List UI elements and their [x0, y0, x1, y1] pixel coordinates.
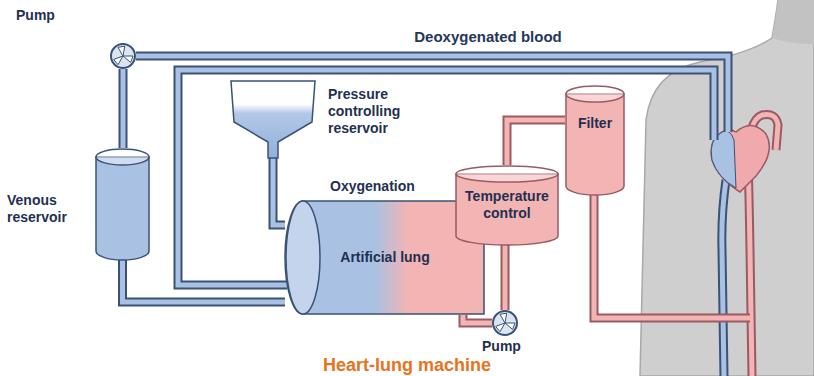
lung-body: [285, 201, 484, 314]
pump-symbol: Pump: [110, 43, 136, 69]
component-cylinder: Temperature control: [455, 165, 559, 245]
component-label: Pump: [16, 7, 76, 24]
cylinder-body: [456, 174, 558, 245]
tube-core: [503, 245, 508, 310]
component-label: Venous reservoir: [7, 192, 87, 226]
pump-symbol: Pump: [492, 310, 518, 336]
tube-connector: [123, 260, 286, 302]
component-outline: [95, 148, 150, 260]
heart: [711, 125, 769, 192]
pipe-group: [273, 158, 285, 225]
cylinder-top: [96, 149, 149, 165]
tube-core: [123, 260, 286, 302]
tube-core: [507, 120, 565, 165]
beaker-outline: [231, 81, 315, 158]
component-name: Temperature control: [462, 188, 552, 222]
component-name: Artificial lung: [340, 249, 429, 266]
component-name: Filter: [578, 115, 612, 132]
tube-connector: [507, 120, 565, 165]
flow-label: Deoxygenated blood: [414, 28, 562, 45]
neck: [772, 0, 814, 44]
arterial-pipe-outline: [594, 195, 750, 318]
connectors: [123, 69, 566, 323]
pipe-group: [123, 260, 286, 302]
pipe-group: [505, 245, 506, 310]
component-cylinder: OxygenationArtificial lung: [285, 200, 485, 315]
tube-core: [463, 315, 492, 323]
tube-core: [273, 158, 285, 225]
diagram-title: Heart-lung machine: [323, 355, 491, 375]
vena-cava: [722, 180, 726, 376]
cylinder-body: [566, 94, 624, 195]
cylinder-body: [96, 157, 149, 260]
pump-housing: [493, 311, 517, 335]
pump-rotor-blade: [123, 56, 133, 62]
tube-connector: [501, 245, 510, 310]
component-cylinder: Venous reservoir: [95, 148, 150, 260]
static-pipes: [136, 56, 750, 318]
component-outline: [492, 310, 518, 336]
component-outline: [228, 78, 318, 158]
cylinder-top: [566, 86, 624, 102]
lung-end-face: [286, 201, 320, 314]
pump-rotor-blade: [114, 56, 123, 65]
cylinder-top: [456, 166, 558, 182]
vena-cava-outline: [722, 180, 726, 376]
component-label: Oxygenation: [330, 178, 470, 195]
pump-rotor-blade: [496, 323, 505, 332]
pump-rotor-blade: [118, 46, 125, 56]
tube-connector: [463, 315, 492, 323]
arterial-pipe: [594, 195, 750, 318]
pipe-group: [463, 315, 492, 323]
pipe-group: [507, 120, 565, 165]
component-outline: [565, 85, 625, 195]
component-cylinder: Filter: [565, 85, 625, 195]
tube-connector: [273, 158, 285, 225]
pump-rotor-blade: [500, 313, 507, 323]
component-outline: [110, 43, 136, 69]
reservoir-beaker: Pressure controlling reservoir: [228, 78, 318, 158]
tube-core: [121, 69, 126, 148]
component-label: Pump: [482, 338, 542, 355]
component-label: Pressure controlling reservoir: [328, 86, 428, 137]
tube-connector: [119, 69, 128, 148]
pump-rotor-blade: [505, 323, 515, 329]
pump-housing: [111, 44, 135, 68]
pipe-group: [123, 69, 124, 148]
